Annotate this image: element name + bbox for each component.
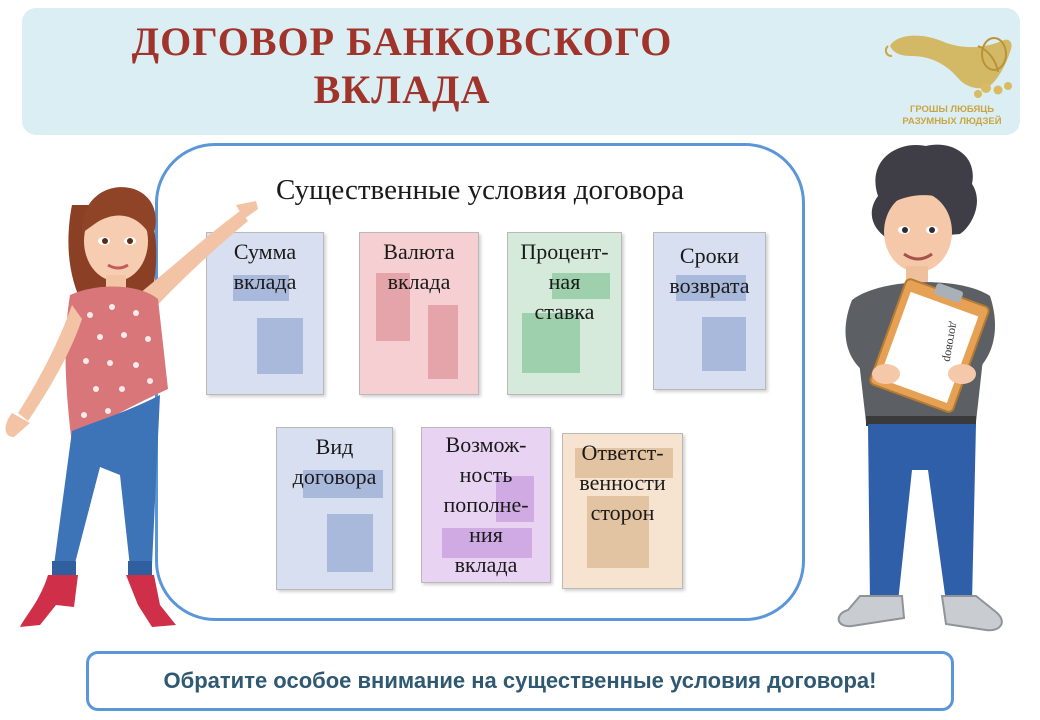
logo: ГРОШЫ ЛЮБЯЦЬ РАЗУМНЫХ ЛЮДЗЕЙ [882, 28, 1022, 130]
card-label: Вид договора [267, 432, 402, 492]
logo-text-line1: ГРОШЫ ЛЮБЯЦЬ [909, 104, 995, 115]
card-label-line: пополне- [443, 492, 529, 517]
card-label-line: ная [548, 269, 581, 294]
card-label-line: сторон [590, 500, 655, 525]
card-label-line: ния [469, 522, 503, 547]
page-title-line1: ДОГОВОР БАНКОВСКОГО [131, 19, 673, 64]
card-label-line: Вид [315, 434, 354, 459]
card-label-line: возврата [669, 273, 750, 298]
card-placeholder-shape [587, 496, 649, 568]
card-interest-rate: Процент- ная ставка [507, 232, 622, 395]
card-label-line: ставка [534, 299, 595, 324]
card-party-liability: Ответст- венности сторон [562, 433, 683, 589]
card-placeholder-shape [233, 275, 289, 301]
card-label-line: Сроки [679, 243, 740, 268]
cornucopia-icon [884, 35, 1012, 98]
card-label-line: вклада [387, 269, 451, 294]
card-placeholder-shape [303, 470, 383, 498]
page-title: ДОГОВОР БАНКОВСКОГО ВКЛАДА [122, 18, 682, 114]
logo-text-line2: РАЗУМНЫХ ЛЮДЗЕЙ [902, 116, 1002, 127]
card-placeholder-shape [376, 273, 410, 341]
card-label-line: вклада [233, 269, 297, 294]
boy-clipboard-text: договор [941, 321, 962, 363]
card-placeholder-shape [496, 476, 534, 522]
card-label: Валюта вклада [350, 237, 488, 297]
card-placeholder-shape [575, 448, 673, 478]
card-deposit-currency: Валюта вклада [359, 232, 479, 395]
card-placeholder-shape [428, 305, 458, 379]
attention-note-text: Обратите особое внимание на существенные… [163, 668, 877, 693]
card-placeholder-shape [552, 273, 610, 299]
page-title-line2: ВКЛАДА [313, 67, 491, 112]
card-label-line: Валюта [383, 239, 455, 264]
card-placeholder-shape [522, 313, 580, 373]
card-label: Процент- ная ставка [498, 237, 631, 327]
card-label: Сумма вклада [197, 237, 333, 297]
card-placeholder-shape [327, 514, 373, 572]
card-return-terms: Сроки возврата [653, 232, 766, 390]
card-deposit-replenishment: Возмож- ность пополне- ния вклада [421, 427, 551, 583]
card-label-line: Процент- [520, 239, 609, 264]
card-label: Сроки возврата [644, 241, 775, 301]
card-label: Возмож- ность пополне- ния вклада [412, 430, 560, 580]
girl-character-illustration [5, 187, 258, 627]
card-label-line: вклада [454, 552, 518, 577]
card-label-line: Возмож- [445, 432, 527, 457]
card-label-line: договора [292, 464, 377, 489]
card-placeholder-shape [442, 528, 532, 558]
card-label-line: ность [459, 462, 513, 487]
panel-heading: Существенные условия договора [275, 174, 685, 206]
card-label: Ответст- венности сторон [553, 438, 692, 528]
card-contract-type: Вид договора [276, 427, 393, 590]
card-label-line: венности [579, 470, 666, 495]
attention-note: Обратите особое внимание на существенные… [86, 651, 954, 711]
card-label-line: Ответст- [581, 440, 664, 465]
card-placeholder-shape [257, 318, 303, 374]
card-placeholder-shape [676, 275, 746, 301]
card-label-line: Сумма [233, 239, 297, 264]
boy-character-illustration: договор [837, 144, 1003, 632]
header-banner: ДОГОВОР БАНКОВСКОГО ВКЛАДА ГРОШЫ ЛЮБЯЦЬ … [22, 8, 1020, 135]
card-placeholder-shape [702, 317, 746, 371]
card-deposit-amount: Сумма вклада [206, 232, 324, 395]
